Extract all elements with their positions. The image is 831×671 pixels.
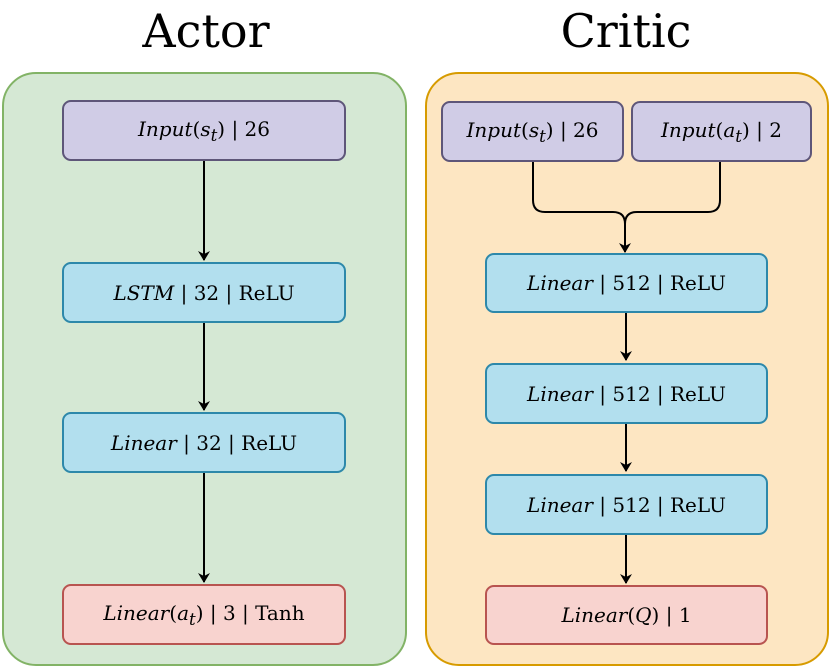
- critic-action-input-node: Input(at) | 2: [631, 101, 812, 162]
- critic-merge-arrow-left: [532, 162, 631, 253]
- critic-state-input-node: Input(st) | 26: [441, 101, 624, 162]
- actor-input-node: Input(st) | 26: [62, 100, 346, 161]
- critic-merge-arrow-right: [624, 162, 721, 225]
- actor-output-node: Linear(at) | 3 | Tanh: [62, 584, 346, 645]
- actor-linear-node: Linear | 32 | ReLU: [62, 412, 346, 473]
- critic-title: Critic: [560, 4, 692, 58]
- critic-linear-node-3: Linear | 512 | ReLU: [485, 474, 768, 535]
- critic-linear-node-2: Linear | 512 | ReLU: [485, 363, 768, 424]
- actor-lstm-node: LSTM | 32 | ReLU: [62, 262, 346, 323]
- actor-title: Actor: [142, 4, 270, 58]
- critic-output-node: Linear(Q) | 1: [485, 585, 768, 645]
- critic-linear-node-1: Linear | 512 | ReLU: [485, 253, 768, 313]
